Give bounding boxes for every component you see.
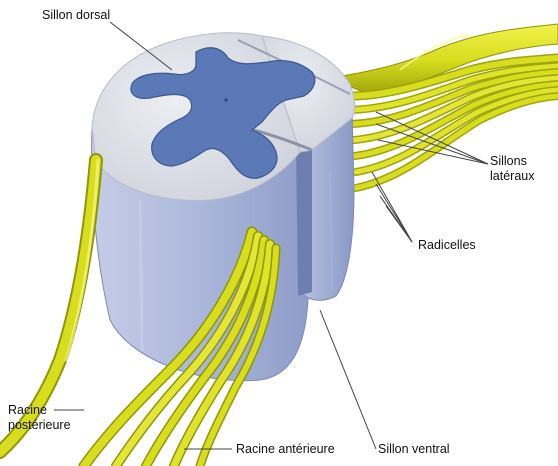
label-sillons-lateraux: Sillons latéraux: [490, 154, 534, 184]
label-racine-anterieure: Racine antérieure: [236, 442, 335, 457]
label-racine-posterieure-line2: postérieure: [8, 418, 71, 433]
label-racine-posterieure: Racine postérieure: [8, 403, 71, 433]
label-sillons-lateraux-line1: Sillons: [490, 154, 534, 169]
label-racine-posterieure-line1: Racine: [8, 403, 71, 418]
label-sillon-dorsal: Sillon dorsal: [42, 8, 110, 23]
label-sillon-ventral: Sillon ventral: [378, 442, 450, 457]
label-sillons-lateraux-line2: latéraux: [490, 169, 534, 184]
label-radicelles: Radicelles: [418, 238, 476, 253]
